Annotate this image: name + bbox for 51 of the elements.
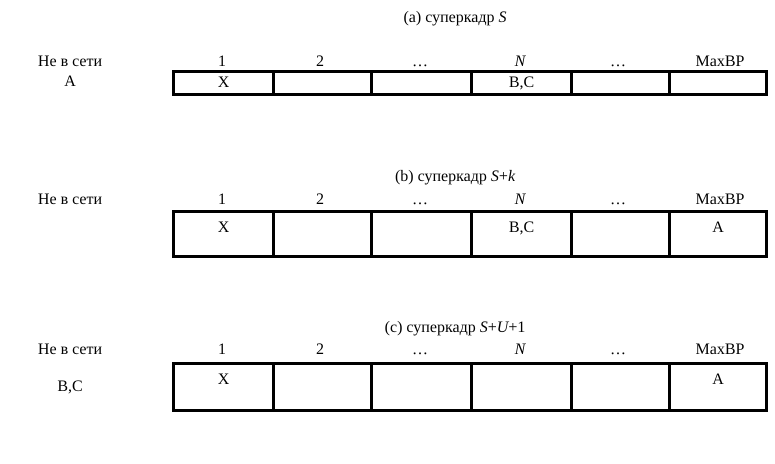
slot-cell [370, 362, 473, 412]
slot-cell [272, 210, 373, 258]
slot-cell [570, 70, 671, 96]
panel-title: (c) суперкадр S+U+1 [384, 319, 526, 337]
slot-cell [370, 210, 473, 258]
slot-cell [470, 70, 573, 96]
column-header: MaxBP [696, 53, 744, 71]
offline-entry: B,C [57, 378, 83, 396]
slot-cell [272, 362, 373, 412]
slot-cell [570, 210, 671, 258]
slot-entry: B,C [508, 219, 534, 237]
column-header: 1 [218, 191, 226, 209]
slot-entry: A [712, 371, 724, 389]
slot-cell [172, 362, 275, 412]
slot-cell [470, 362, 573, 412]
column-header: N [514, 341, 526, 359]
panel-title: (a) суперкадр S [403, 9, 507, 27]
slot-cell [172, 210, 275, 258]
offline-entry: A [64, 73, 76, 91]
column-header: … [412, 191, 428, 209]
column-header: … [412, 341, 428, 359]
slot-cell [470, 210, 573, 258]
slot-cell [668, 362, 768, 412]
column-header: 2 [316, 191, 324, 209]
column-header: 2 [316, 53, 324, 71]
column-header: 2 [316, 341, 324, 359]
column-header: 1 [218, 341, 226, 359]
panel-title: (b) суперкадр S+k [394, 168, 516, 186]
slot-entry: X [218, 219, 230, 237]
slot-entry: A [712, 219, 724, 237]
slot-cell [668, 210, 768, 258]
row-label: Не в сети [38, 341, 102, 359]
column-header: … [610, 341, 626, 359]
slot-cell [370, 70, 473, 96]
row-label: Не в сети [38, 53, 102, 71]
column-header: N [514, 53, 526, 71]
slot-cell [272, 70, 373, 96]
slot-cell [570, 362, 671, 412]
slot-cell [172, 70, 275, 96]
slot-entry: B,C [508, 74, 534, 92]
column-header: N [514, 191, 526, 209]
slot-entry: X [218, 371, 230, 389]
column-header: MaxBP [696, 191, 744, 209]
column-header: 1 [218, 53, 226, 71]
column-header: … [610, 191, 626, 209]
column-header: … [610, 53, 626, 71]
slot-entry: X [218, 74, 230, 92]
row-label: Не в сети [38, 191, 102, 209]
column-header: … [412, 53, 428, 71]
slot-cell [668, 70, 768, 96]
column-header: MaxBP [696, 341, 744, 359]
